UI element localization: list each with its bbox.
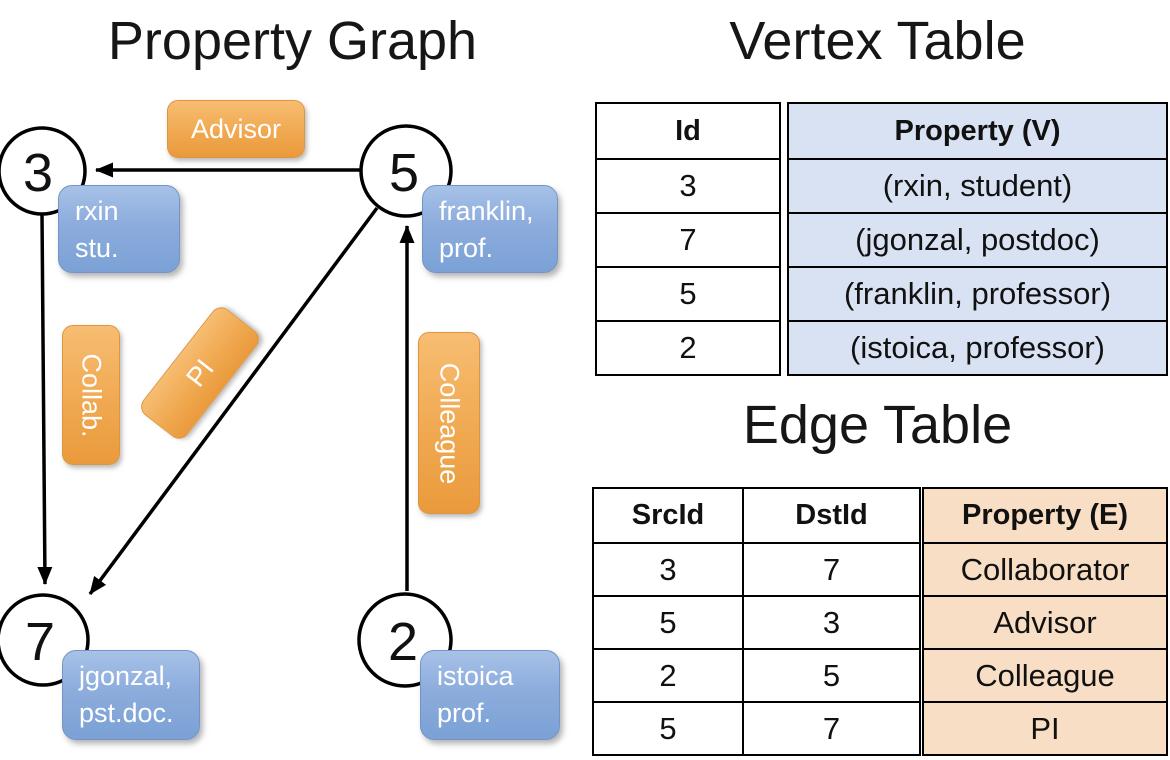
table-row: Advisor [924, 595, 1166, 648]
edge-label-advisor: Advisor [167, 100, 305, 158]
vertex-table-property-column: Property (V) (rxin, student) (jgonzal, p… [787, 102, 1168, 376]
vertex-node-7-id: 7 [25, 612, 55, 672]
edge-label-collab: Collab. [62, 325, 120, 465]
node-property-box-7-line1: jgonzal, [79, 661, 173, 691]
table-row: 5 [594, 595, 742, 648]
edge-table-property-header: Property (E) [924, 489, 1166, 542]
edge-table-id-columns: SrcId DstId 3 7 5 3 2 5 5 7 [592, 487, 921, 756]
table-row: (franklin, professor) [789, 266, 1166, 320]
table-row: 3 [597, 158, 779, 212]
edge-label-colleague: Colleague [418, 332, 480, 514]
node-property-box-5: franklin, prof. [422, 185, 558, 273]
edge-table-srcid-header: SrcId [594, 489, 742, 542]
edge-label-colleague-text: Colleague [434, 362, 465, 484]
node-property-box-3-line2: stu. [75, 233, 119, 264]
table-row: 2 [597, 320, 779, 374]
node-property-box-3-line1: rxin [75, 196, 119, 226]
table-row: 7 [597, 212, 779, 266]
vertex-node-2-id: 2 [388, 612, 418, 672]
property-graph-title: Property Graph [107, 11, 478, 71]
edge-5-7-pi-arrow [88, 206, 379, 596]
table-row: Colleague [924, 648, 1166, 701]
edge-label-collab-text: Collab. [76, 352, 107, 438]
table-row: 7 [742, 542, 919, 595]
node-property-box-5-line2: prof. [439, 233, 494, 264]
table-row: 3 [742, 595, 919, 648]
node-property-box-7-line2: pst.doc. [79, 698, 174, 729]
vertex-table-id-column: Id 3 7 5 2 [595, 102, 781, 376]
table-row: 5 [742, 648, 919, 701]
node-property-box-7: jgonzal, pst.doc. [62, 650, 200, 740]
edge-label-pi-text: PI [179, 353, 220, 392]
vertex-node-5-id: 5 [389, 143, 419, 203]
node-property-box-2-line1: istoica [437, 661, 514, 691]
vertex-table-title: Vertex Table [729, 11, 1026, 71]
table-row: 7 [742, 701, 919, 754]
node-property-box-2-line2: prof. [437, 698, 492, 729]
table-row: PI [924, 701, 1166, 754]
node-property-box-5-line1: franklin, [439, 196, 534, 226]
table-row: 3 [594, 542, 742, 595]
table-row: 5 [594, 701, 742, 754]
edge-3-7-collab-arrow [37, 213, 53, 585]
vertex-table-property-header: Property (V) [789, 104, 1166, 158]
node-property-box-2: istoica prof. [420, 650, 560, 740]
table-row: (jgonzal, postdoc) [789, 212, 1166, 266]
edge-table-title: Edge Table [742, 395, 1013, 455]
table-row: Collaborator [924, 542, 1166, 595]
table-row: (istoica, professor) [789, 320, 1166, 374]
edge-label-advisor-text: Advisor [190, 113, 282, 144]
node-property-box-3: rxin stu. [58, 185, 180, 273]
table-row: (rxin, student) [789, 158, 1166, 212]
edge-table-dstid-header: DstId [742, 489, 919, 542]
table-row: 2 [594, 648, 742, 701]
table-row: 5 [597, 266, 779, 320]
vertex-table-id-header: Id [597, 104, 779, 158]
vertex-node-3-id: 3 [23, 143, 53, 203]
edge-table-property-column: Property (E) Collaborator Advisor Collea… [922, 487, 1168, 756]
